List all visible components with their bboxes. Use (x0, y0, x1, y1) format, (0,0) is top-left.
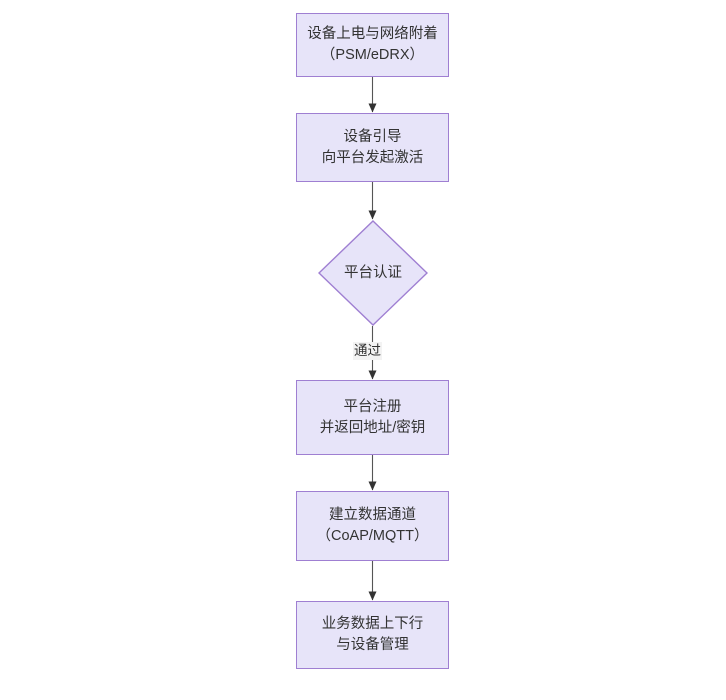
edge-label-pass: 通过 (353, 342, 382, 360)
node-register-line-1: 平台注册 (343, 398, 402, 415)
node-bootstrap-line-1: 设备引导 (343, 128, 402, 145)
node-data-channel-line-1: 建立数据通道 (329, 507, 416, 523)
node-business-data-line-2: 与设备管理 (336, 637, 409, 653)
node-register[interactable]: 平台注册 并返回地址/密钥 (296, 380, 449, 455)
node-data-channel-line-2: （CoAP/MQTT） (316, 528, 429, 544)
node-business-data[interactable]: 业务数据上下行 与设备管理 (296, 601, 449, 669)
node-power-on-line-2: （PSM/eDRX） (320, 47, 425, 63)
node-register-line-2: 并返回地址/密钥 (319, 419, 426, 436)
node-platform-auth[interactable]: 平台认证 (318, 220, 428, 326)
node-bootstrap-line-2: 向平台发起激活 (321, 149, 424, 166)
node-power-on[interactable]: 设备上电与网络附着 （PSM/eDRX） (296, 13, 449, 77)
node-data-channel[interactable]: 建立数据通道 （CoAP/MQTT） (296, 491, 449, 561)
node-bootstrap[interactable]: 设备引导 向平台发起激活 (296, 113, 449, 182)
node-business-data-line-1: 业务数据上下行 (321, 616, 424, 632)
node-power-on-line-1: 设备上电与网络附着 (307, 26, 438, 42)
diamond-shape (318, 220, 428, 326)
node-platform-auth-label: 平台认证 (344, 264, 402, 281)
